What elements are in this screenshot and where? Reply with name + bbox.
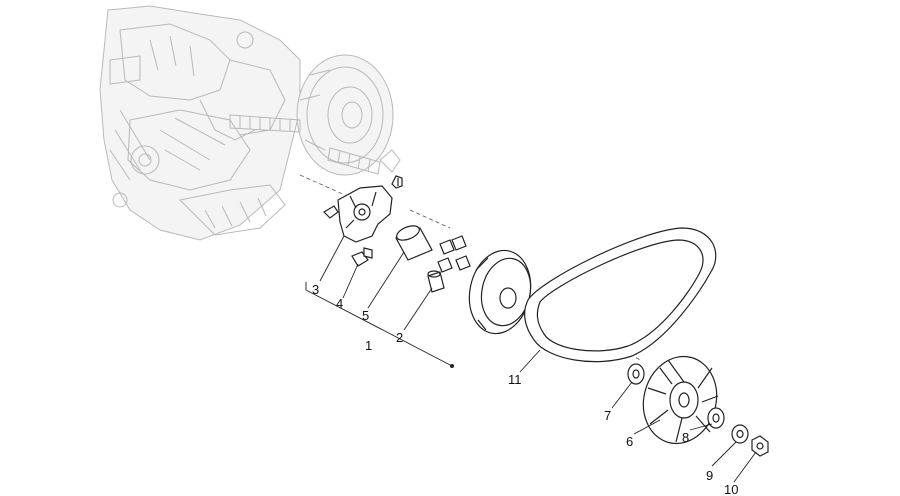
washer-part xyxy=(627,363,645,385)
nut-part xyxy=(751,435,769,457)
fan-pulley-part xyxy=(642,355,719,445)
engine-housing-ghost xyxy=(99,5,401,241)
roller-weights-part xyxy=(427,235,471,293)
assembly-1-dot xyxy=(450,364,454,368)
callout-3: 3 xyxy=(312,282,319,297)
leader-lines xyxy=(319,235,757,483)
callout-10: 10 xyxy=(724,482,738,496)
callout-11: 11 xyxy=(508,372,522,387)
drive-plate-part xyxy=(337,175,403,243)
callout-7: 7 xyxy=(604,408,611,423)
callout-2: 2 xyxy=(396,330,403,345)
spacer-sleeve-part xyxy=(395,225,433,261)
callout-6: 6 xyxy=(626,434,633,449)
callout-labels: 1 2 3 4 5 6 7 8 9 10 11 xyxy=(312,282,738,496)
assembly-1-bracket xyxy=(305,282,453,367)
spacer-washer-part xyxy=(707,407,725,429)
drive-belt-part xyxy=(524,227,717,363)
callout-1: 1 xyxy=(365,338,372,353)
drive-pulley-part xyxy=(468,249,532,335)
callout-9: 9 xyxy=(706,468,713,483)
callout-4: 4 xyxy=(336,296,343,311)
callout-5: 5 xyxy=(362,308,369,323)
clip-part xyxy=(323,205,373,267)
callout-8: 8 xyxy=(682,430,689,445)
spring-washer-part xyxy=(731,424,749,444)
